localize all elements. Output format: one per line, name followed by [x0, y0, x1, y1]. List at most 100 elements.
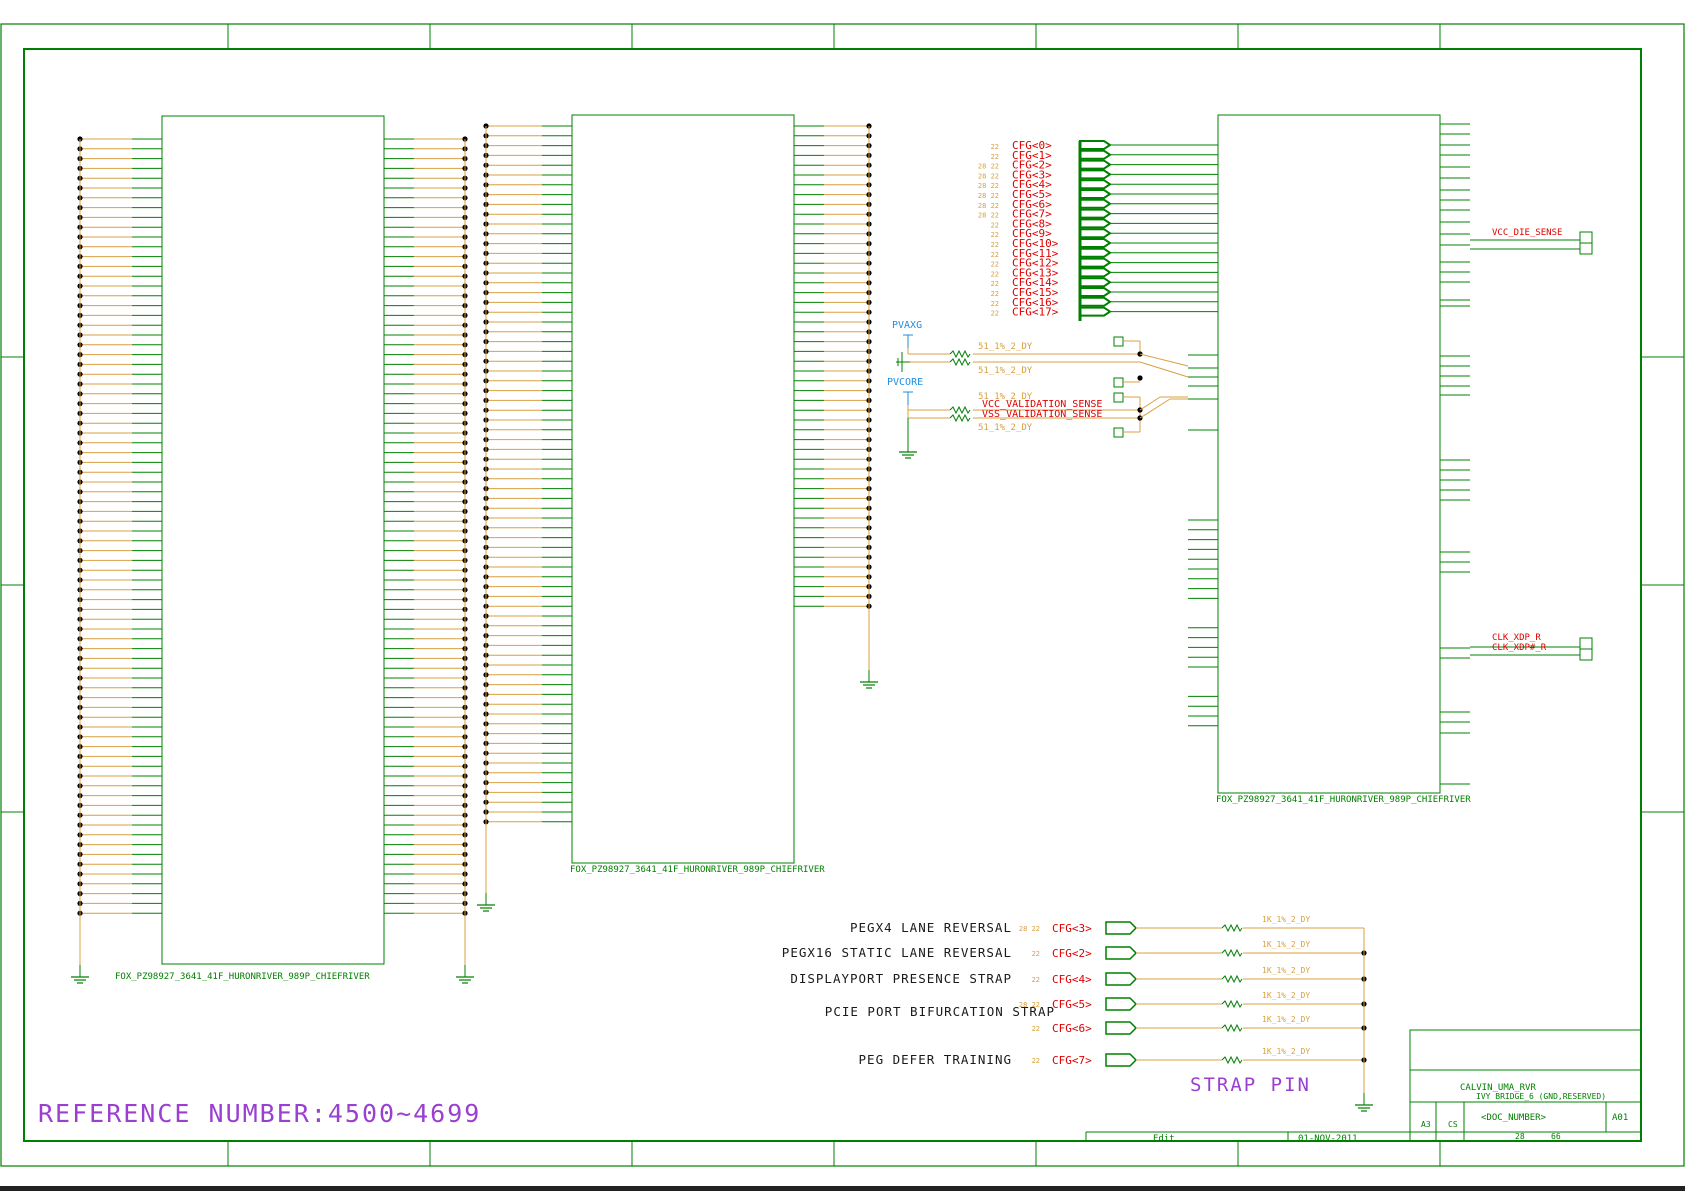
cfg-connector — [1079, 238, 1112, 248]
strap-description: DISPLAYPORT PRESENCE STRAP — [790, 971, 1012, 986]
left-ic-symbol — [71, 115, 474, 984]
strap-resistor-value: 1K_1%_2_DY — [1262, 915, 1310, 924]
strap-connector — [1105, 946, 1138, 960]
bottom-strip — [0, 1186, 1685, 1191]
cfg-connector — [1079, 149, 1112, 160]
offpage-connector — [1579, 637, 1593, 661]
cfg-side-tag: 22 — [991, 261, 999, 269]
test-point — [1113, 336, 1124, 347]
offpage-connector — [1579, 231, 1593, 255]
cfg-side-tag: 22 — [991, 153, 999, 161]
strap-pin-title: STRAP PIN — [1190, 1074, 1311, 1096]
vcc-die-sense-label: VCC_DIE_SENSE — [1492, 228, 1562, 238]
right-ic-body — [1217, 114, 1441, 794]
cfg-side-tag: 28 22 — [978, 172, 999, 180]
test-point — [1113, 377, 1124, 388]
wire — [1139, 398, 1171, 419]
cfg-connector — [1079, 140, 1112, 150]
edit-label: Edit — [1153, 1134, 1175, 1144]
resistor — [949, 405, 971, 415]
resistor — [1221, 974, 1243, 984]
strap-pin-network — [1105, 921, 1373, 1112]
resistor-value-2: 51_1%_2_DY — [978, 366, 1033, 376]
left-part-name: FOX_PZ98927_3641_41F_HURONRIVER_989P_CHI… — [115, 972, 370, 982]
cfg-side-tag: 22 — [991, 251, 999, 259]
cfg-side-tag: 28 22 — [978, 163, 999, 171]
resistor — [1221, 948, 1243, 958]
cfg-connector — [1079, 198, 1112, 209]
sheet-title: IVY BRIDGE_6 (GND,RESERVED) — [1476, 1092, 1606, 1101]
cfg-connector — [1079, 296, 1112, 307]
strap-net-label: CFG<5> — [1052, 998, 1092, 1011]
strap-connector — [1105, 1021, 1138, 1035]
strap-description: PCIE PORT BIFURCATION STRAP — [825, 1004, 1055, 1019]
cfg-connector — [1079, 287, 1112, 297]
junction-dot — [1137, 375, 1143, 381]
cfg-net-label: CFG<14> — [1012, 276, 1059, 289]
wire — [1139, 353, 1189, 367]
cfg-connector — [1079, 306, 1112, 317]
strap-net-label: CFG<7> — [1052, 1054, 1092, 1067]
sheet-no: 28 — [1515, 1132, 1525, 1141]
cfg-connector — [1079, 189, 1112, 199]
resistor — [949, 357, 971, 367]
resistor — [1221, 1023, 1243, 1033]
sheet-total: 66 — [1551, 1132, 1561, 1141]
cfg-connector — [1079, 218, 1112, 229]
strap-net-label: CFG<2> — [1052, 947, 1092, 960]
resistor — [1221, 923, 1243, 933]
cfg-side-tag: 22 — [991, 280, 999, 288]
vss-validation-sense-label: VSS_VALIDATION_SENSE — [982, 409, 1102, 420]
cfg-side-tag: 28 22 — [978, 182, 999, 190]
clk-xdp-label: CLK_XDP_R — [1492, 633, 1541, 643]
size-cell: A3 — [1421, 1120, 1431, 1129]
title-block-frame — [1409, 1029, 1642, 1142]
pvcore-label: PVCORE — [887, 377, 923, 388]
cfg-side-tag: 22 — [991, 270, 999, 278]
cfg-net-label: CFG<3> — [1012, 168, 1052, 181]
strap-tag: 28 22 — [1019, 925, 1040, 933]
strap-tag: 22 — [1032, 976, 1040, 984]
cfg-net-label: CFG<2> — [1012, 159, 1052, 172]
vcc-validation-sense-label: VCC_VALIDATION_SENSE — [982, 399, 1102, 410]
cfg-connector — [1079, 257, 1112, 268]
cfg-side-tag: 22 — [991, 310, 999, 318]
title-block — [1085, 1029, 1642, 1142]
cfg-net-label: CFG<9> — [1012, 227, 1052, 240]
cfg-net-label: CFG<7> — [1012, 208, 1052, 221]
cfg-side-tag: 22 — [991, 143, 999, 151]
cfg-net-label: CFG<16> — [1012, 296, 1059, 309]
cfg-net-label: CFG<8> — [1012, 217, 1052, 230]
strap-resistor-value: 1K_1%_2_DY — [1262, 1047, 1310, 1056]
wire — [1139, 396, 1161, 411]
strap-description: PEG DEFER TRAINING — [859, 1052, 1012, 1067]
clk-xdp-n-label: CLK_XDP#_R — [1492, 643, 1547, 653]
project-name: CALVIN_UMA_RVR — [1460, 1083, 1536, 1093]
cfg-connector — [1079, 267, 1112, 278]
strap-net-label: CFG<4> — [1052, 973, 1092, 986]
inner-border — [23, 48, 1642, 1142]
strap-resistor-value: 1K_1%_2_DY — [1262, 966, 1310, 975]
right-ic-symbol — [1188, 114, 1593, 794]
resistor-value-3: 51_1%_2_DY — [978, 392, 1033, 402]
cfg-net-label: CFG<12> — [1012, 257, 1059, 270]
cfg-net-label: CFG<17> — [1012, 306, 1059, 319]
middle-ic-body — [571, 114, 795, 864]
cfg-net-label: CFG<4> — [1012, 178, 1052, 191]
cs-cell: CS — [1448, 1120, 1458, 1129]
date-cell: 01-NOV-2011 — [1298, 1134, 1358, 1144]
middle-part-name: FOX_PZ98927_3641_41F_HURONRIVER_989P_CHI… — [570, 865, 825, 875]
wire — [1139, 361, 1189, 378]
resistor — [1221, 1055, 1243, 1065]
strap-resistor-value: 1K_1%_2_DY — [1262, 940, 1310, 949]
cfg-connector — [1079, 179, 1112, 190]
strap-net-label: CFG<3> — [1052, 922, 1092, 935]
cfg-connector — [1079, 208, 1112, 219]
middle-ic-symbol — [477, 114, 878, 912]
outer-border — [0, 23, 1685, 1167]
resistor — [949, 413, 971, 423]
cfg-side-tag: 22 — [991, 221, 999, 229]
